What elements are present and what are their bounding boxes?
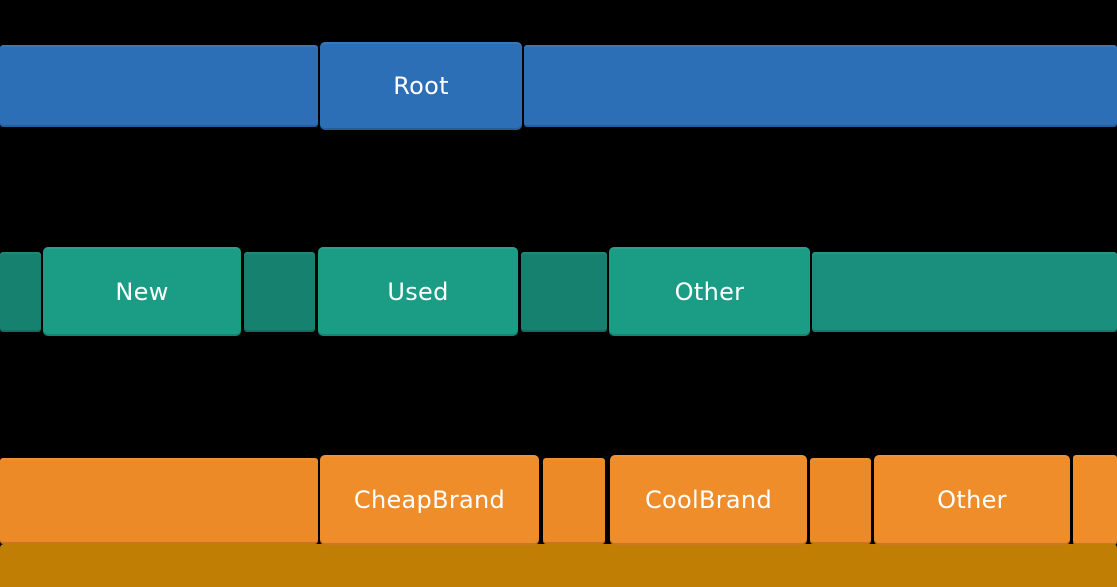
tile-label: Other bbox=[937, 486, 1007, 514]
icicle-tile[interactable] bbox=[524, 44, 1117, 127]
icicle-tile[interactable] bbox=[543, 458, 605, 544]
icicle-tile-other-l3[interactable]: Other bbox=[874, 455, 1070, 545]
icicle-tile[interactable] bbox=[1073, 455, 1117, 545]
tile-label: Root bbox=[393, 71, 449, 100]
icicle-bottom-band[interactable] bbox=[0, 544, 1117, 587]
icicle-tile[interactable] bbox=[812, 251, 1117, 332]
tile-label: Other bbox=[674, 277, 745, 306]
tile-label: CoolBrand bbox=[645, 486, 772, 514]
icicle-tile[interactable] bbox=[521, 251, 607, 332]
icicle-tile-coolbrand-l3[interactable]: CoolBrand bbox=[610, 455, 807, 545]
icicle-tile-cheapbrand-l3[interactable]: CheapBrand bbox=[320, 455, 539, 545]
icicle-tile[interactable] bbox=[0, 44, 318, 127]
icicle-tile[interactable] bbox=[0, 458, 318, 544]
icicle-tile[interactable] bbox=[810, 458, 871, 544]
icicle-tile-other-l2[interactable]: Other bbox=[609, 247, 810, 336]
icicle-tile-used-l2[interactable]: Used bbox=[318, 247, 518, 336]
tile-label: New bbox=[115, 277, 169, 306]
tile-label: CheapBrand bbox=[353, 486, 506, 514]
icicle-tile[interactable] bbox=[0, 251, 41, 332]
tile-label: Used bbox=[387, 277, 449, 306]
icicle-tile[interactable] bbox=[244, 251, 315, 332]
icicle-tile-root-l1[interactable]: Root bbox=[320, 42, 522, 130]
icicle-tile-new-l2[interactable]: New bbox=[43, 247, 241, 336]
